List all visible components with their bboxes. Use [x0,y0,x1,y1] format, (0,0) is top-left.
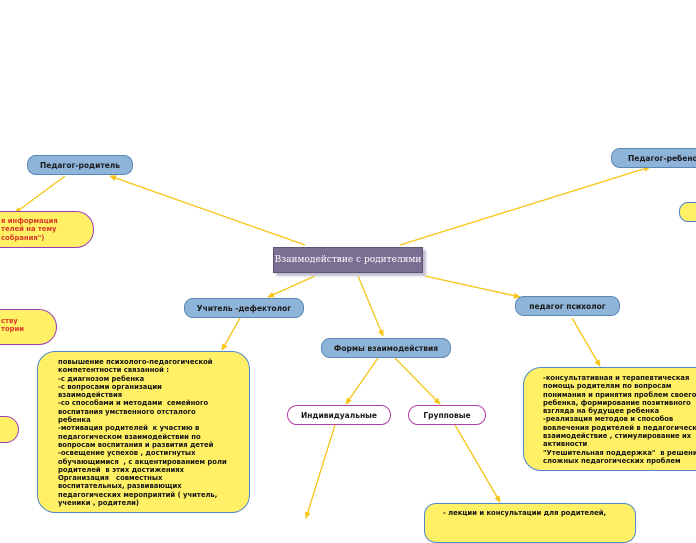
node-individualnye-label: Индивидуальные [300,410,378,420]
link-formy-grupp [394,357,441,405]
note-stvu[interactable]: ству тории [0,309,57,345]
node-pedagog-rebenok-label: Педагог-ребенок [628,153,696,163]
note-psiholog-text: -консультативная и терапевтическая помощ… [543,374,696,465]
node-pedagog-rebenok[interactable]: Педагог-ребенок [611,148,696,168]
node-individualnye[interactable]: Индивидуальные [287,405,391,425]
note-psiholog[interactable]: -консультативная и терапевтическая помощ… [523,367,696,471]
link-formy-individ [345,357,379,405]
node-formy-label: Формы взаимодействия [333,343,439,353]
note-stvu-text: ству тории [1,317,24,334]
node-pedagog-psiholog[interactable]: педагог психолог [515,296,620,316]
link-uchitel-text [221,317,241,351]
note-gruppovye[interactable]: - лекции и консультации для родителей, [424,503,636,543]
note-info-roditeli-text: я информация телей на тему собрания") [1,217,58,242]
link-psiholog-text [571,317,601,367]
note-gruppovye-text: - лекции и консультации для родителей, [443,509,607,517]
link-grupp-text [454,424,501,503]
link-central-formy [357,275,384,337]
note-info-roditeli[interactable]: я информация телей на тему собрания") [0,211,94,248]
link-central-psiholog [424,275,521,299]
node-gruppovye[interactable]: Групповые [408,405,486,425]
link-central-pedagog-roditel [109,175,306,246]
link-roditel-info [14,175,66,214]
connector-lines [14,165,651,519]
node-pedagog-roditel[interactable]: Педагог-родитель [27,155,133,175]
note-right-edge[interactable] [679,202,696,222]
node-gruppovye-label: Групповые [423,410,471,420]
link-central-pedagog-rebenok [399,165,651,246]
node-formy-vzaimodeystviya[interactable]: Формы взаимодействия [321,338,451,358]
node-uchitel-defektolog-label: Учитель -дефектолог [196,303,292,313]
central-node[interactable]: Взаимодействие с родителями [273,247,423,273]
note-defektolog[interactable]: повышение психолого-педагогической компе… [37,351,250,513]
node-uchitel-defektolog[interactable]: Учитель -дефектолог [184,298,304,318]
node-pedagog-psiholog-label: педагог психолог [529,301,606,311]
node-pedagog-roditel-label: Педагог-родитель [39,160,121,170]
note-defektolog-text: повышение психолого-педагогической компе… [58,358,227,508]
central-label: Взаимодействие с родителями [274,255,422,265]
link-central-uchitel [267,275,316,298]
link-individ-down [304,424,336,519]
